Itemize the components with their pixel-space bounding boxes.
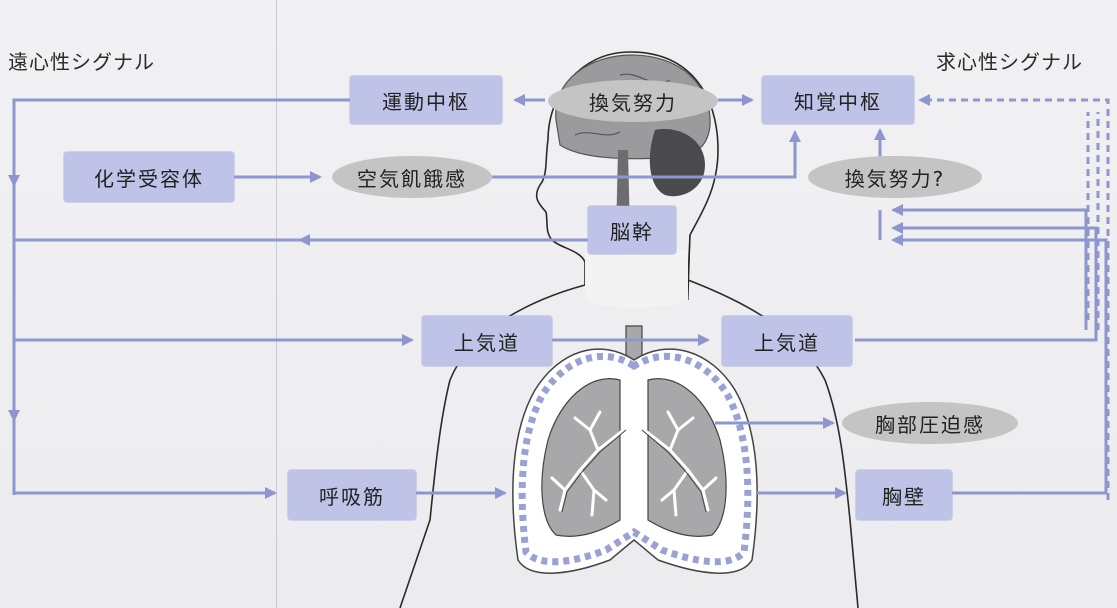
chest-tightness-oval: 胸部圧迫感 bbox=[842, 402, 1018, 444]
arrow-airhunger-to-perception bbox=[492, 132, 795, 177]
respiratory-muscles-box: 呼吸筋 bbox=[288, 470, 416, 520]
perception-center-box: 知覚中枢 bbox=[762, 76, 914, 124]
afferent-airway bbox=[855, 228, 1096, 340]
chest-wall-box: 胸壁 bbox=[856, 470, 952, 520]
efferent-signal-label: 遠心性シグナル bbox=[8, 46, 155, 75]
ventilatory-effort-oval: 換気努力 bbox=[548, 80, 718, 122]
afferent-signal-label: 求心性シグナル bbox=[936, 46, 1083, 75]
upper-airway-right-box: 上気道 bbox=[722, 316, 852, 366]
air-hunger-oval: 空気飢餓感 bbox=[332, 156, 492, 198]
chemoreceptor-box: 化学受容体 bbox=[64, 152, 234, 202]
upper-airway-left-box: 上気道 bbox=[422, 316, 552, 366]
afferent-chestwall bbox=[893, 240, 1106, 493]
motor-center-box: 運動中枢 bbox=[350, 76, 502, 124]
brainstem-box: 脳幹 bbox=[588, 206, 676, 254]
ventilatory-effort-question-oval: 換気努力? bbox=[808, 156, 982, 198]
